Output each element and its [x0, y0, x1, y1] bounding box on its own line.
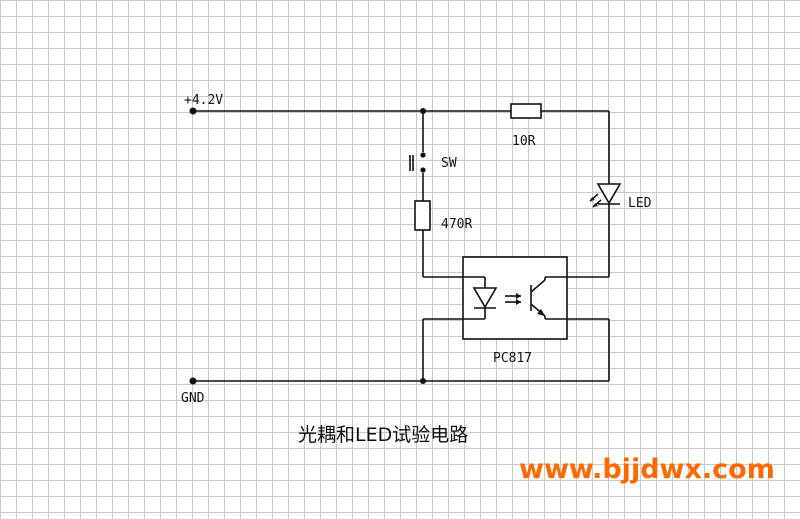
return-wires	[422, 318, 610, 381]
opto-label: PC817	[493, 351, 532, 366]
gnd-label: GND	[181, 391, 205, 406]
watermark: www.bjjdwx.com	[519, 454, 775, 485]
vcc-label: +4.2V	[184, 93, 223, 108]
r2-label: 10R	[512, 134, 536, 149]
resistor-470r	[414, 200, 463, 278]
switch-label: SW	[441, 156, 457, 171]
switch-sw	[409, 111, 426, 201]
gnd-terminal	[189, 377, 197, 385]
led	[567, 183, 622, 278]
vcc-terminal	[189, 107, 197, 115]
resistor-10r	[510, 103, 610, 184]
led-label: LED	[628, 196, 652, 211]
diagram-caption: 光耦和LED试验电路	[298, 424, 468, 446]
ground-rail	[189, 377, 609, 385]
r1-label: 470R	[441, 217, 472, 232]
supply-rail	[189, 107, 609, 115]
optocoupler-pc817	[462, 256, 568, 340]
